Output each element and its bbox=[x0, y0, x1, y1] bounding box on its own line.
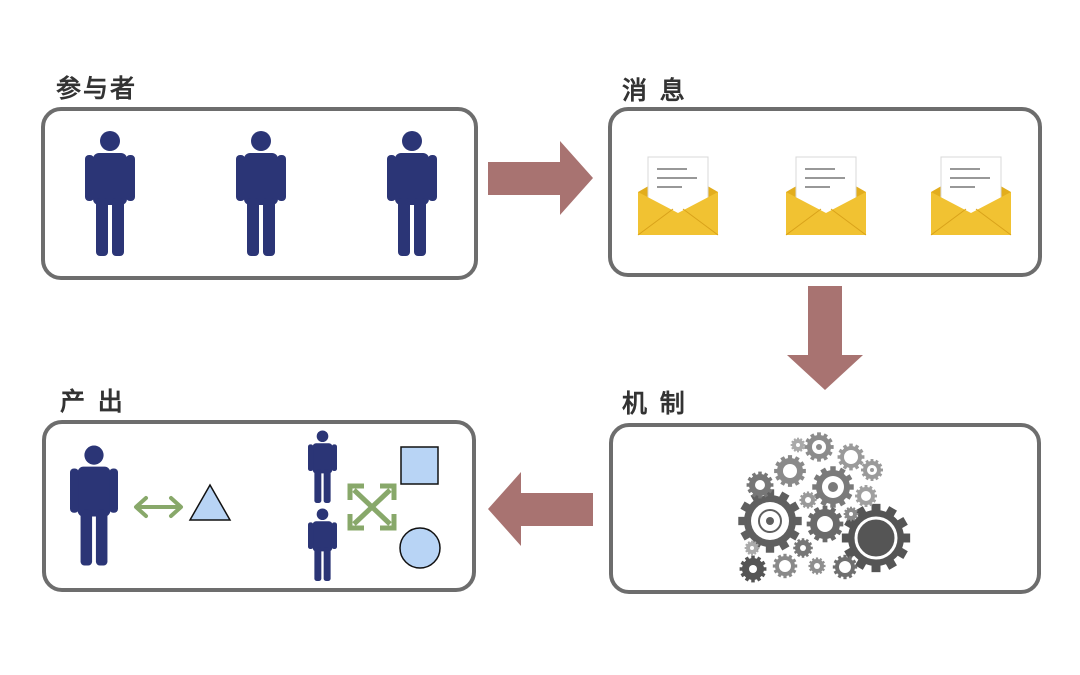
participants-title: 参与者 bbox=[56, 74, 138, 103]
square-shape bbox=[400, 446, 439, 485]
envelope-icon bbox=[785, 156, 867, 236]
output-title: 产 出 bbox=[60, 387, 125, 416]
envelope-icon bbox=[930, 156, 1012, 236]
person-icon bbox=[308, 430, 337, 503]
arrow-down-icon bbox=[787, 286, 863, 390]
arrow-left-icon bbox=[488, 472, 593, 546]
circle-shape bbox=[399, 527, 441, 569]
cross-arrows-icon bbox=[347, 483, 397, 531]
envelope-icon bbox=[637, 156, 719, 236]
person-icon bbox=[387, 131, 437, 256]
messages-title: 消 息 bbox=[622, 76, 687, 105]
triangle-shape bbox=[188, 483, 232, 521]
person-icon bbox=[308, 508, 337, 581]
person-icon bbox=[70, 445, 118, 566]
double-arrow-icon bbox=[134, 496, 183, 518]
person-icon bbox=[85, 131, 135, 256]
person-icon bbox=[236, 131, 286, 256]
arrow-right-icon bbox=[488, 141, 593, 215]
mechanism-title: 机 制 bbox=[622, 389, 687, 418]
